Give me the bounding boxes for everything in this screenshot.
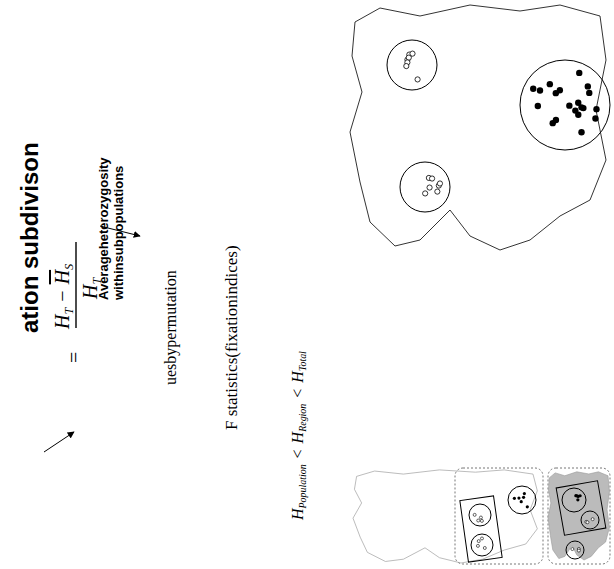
dot bbox=[415, 77, 420, 82]
panel-frame bbox=[455, 468, 543, 564]
dot bbox=[592, 115, 598, 121]
dot bbox=[479, 516, 482, 519]
dot bbox=[575, 494, 578, 497]
dot bbox=[553, 117, 559, 123]
dot bbox=[423, 191, 428, 196]
mini-dots bbox=[473, 492, 594, 552]
label-text: H bbox=[51, 270, 73, 284]
dot bbox=[435, 189, 440, 194]
formula-numerator: HT−HS bbox=[50, 264, 77, 329]
dot bbox=[572, 107, 578, 113]
dot bbox=[517, 496, 520, 499]
label-text: < bbox=[289, 449, 306, 458]
dot bbox=[477, 519, 480, 522]
dot bbox=[530, 85, 536, 91]
body-text: uesbypermutation bbox=[161, 270, 180, 385]
subpopulation-circle bbox=[400, 162, 450, 212]
mini-circle bbox=[508, 486, 536, 514]
dot bbox=[523, 492, 526, 495]
subscript: T bbox=[90, 278, 104, 285]
panel-frame bbox=[548, 468, 610, 564]
mini-map bbox=[353, 470, 537, 563]
inequality: HPopulation<HRegion<HTotal bbox=[288, 351, 309, 520]
dot bbox=[571, 548, 574, 551]
dot bbox=[526, 505, 529, 508]
subscript: Population bbox=[297, 464, 308, 508]
subscript: T bbox=[62, 308, 76, 315]
group-box bbox=[460, 496, 502, 562]
dot bbox=[520, 500, 523, 503]
mini-circle bbox=[566, 541, 584, 559]
dot bbox=[579, 494, 582, 497]
mini-circle bbox=[562, 488, 586, 512]
dot bbox=[576, 498, 579, 501]
label-text: H bbox=[289, 508, 306, 520]
dot bbox=[586, 521, 589, 524]
dot bbox=[577, 549, 580, 552]
dot bbox=[477, 540, 480, 543]
dot bbox=[427, 185, 432, 190]
dot bbox=[566, 102, 572, 108]
mini-circle bbox=[581, 511, 599, 529]
slide-title: ation subdivison bbox=[16, 0, 44, 333]
dot bbox=[557, 87, 563, 93]
dot bbox=[593, 106, 599, 112]
dot bbox=[473, 513, 476, 516]
label-text: H bbox=[289, 371, 306, 383]
dot bbox=[576, 70, 582, 76]
dot bbox=[513, 497, 516, 500]
equals-sign: = bbox=[62, 352, 86, 363]
subpopulation-circle bbox=[520, 60, 610, 150]
annotation: Averageheterozygosity withinsubpopulatio… bbox=[97, 132, 127, 300]
dot bbox=[476, 544, 479, 547]
mini-map bbox=[548, 472, 609, 560]
dot bbox=[578, 129, 584, 135]
island-map bbox=[350, 5, 606, 250]
label-text: H bbox=[51, 315, 73, 329]
individual-dots bbox=[404, 51, 600, 196]
dot bbox=[429, 176, 434, 181]
label-text: uesbypermutation bbox=[162, 270, 179, 385]
dot bbox=[535, 103, 541, 109]
label-text: = bbox=[63, 352, 85, 363]
dot bbox=[480, 537, 483, 540]
dot bbox=[437, 181, 442, 186]
dot bbox=[522, 496, 525, 499]
mini-circle bbox=[471, 534, 493, 556]
label-text: H bbox=[289, 432, 306, 444]
label-text: F statistics(fixationindices) bbox=[222, 245, 241, 430]
mini-circle bbox=[469, 504, 491, 526]
dot bbox=[483, 546, 486, 549]
pointer-arrow bbox=[44, 432, 74, 452]
dot bbox=[547, 81, 553, 87]
dot bbox=[480, 519, 483, 522]
subscript: Total bbox=[297, 351, 308, 371]
group-box bbox=[556, 481, 606, 536]
label-text: H bbox=[79, 285, 101, 299]
dot bbox=[591, 518, 594, 521]
label-text: − bbox=[51, 290, 73, 301]
dot bbox=[580, 105, 586, 111]
dot bbox=[404, 63, 409, 68]
dot bbox=[575, 99, 581, 105]
body-text: F statistics(fixationindices) bbox=[222, 245, 242, 430]
dot bbox=[585, 83, 591, 89]
fraction-bar bbox=[75, 242, 76, 328]
subscript: S bbox=[62, 264, 76, 270]
subscript: Region bbox=[297, 404, 308, 432]
dot bbox=[537, 87, 543, 93]
label-text: < bbox=[289, 389, 306, 398]
dot bbox=[586, 90, 592, 96]
formula-denominator: HT bbox=[78, 278, 105, 299]
subpopulation-circle bbox=[387, 40, 437, 90]
